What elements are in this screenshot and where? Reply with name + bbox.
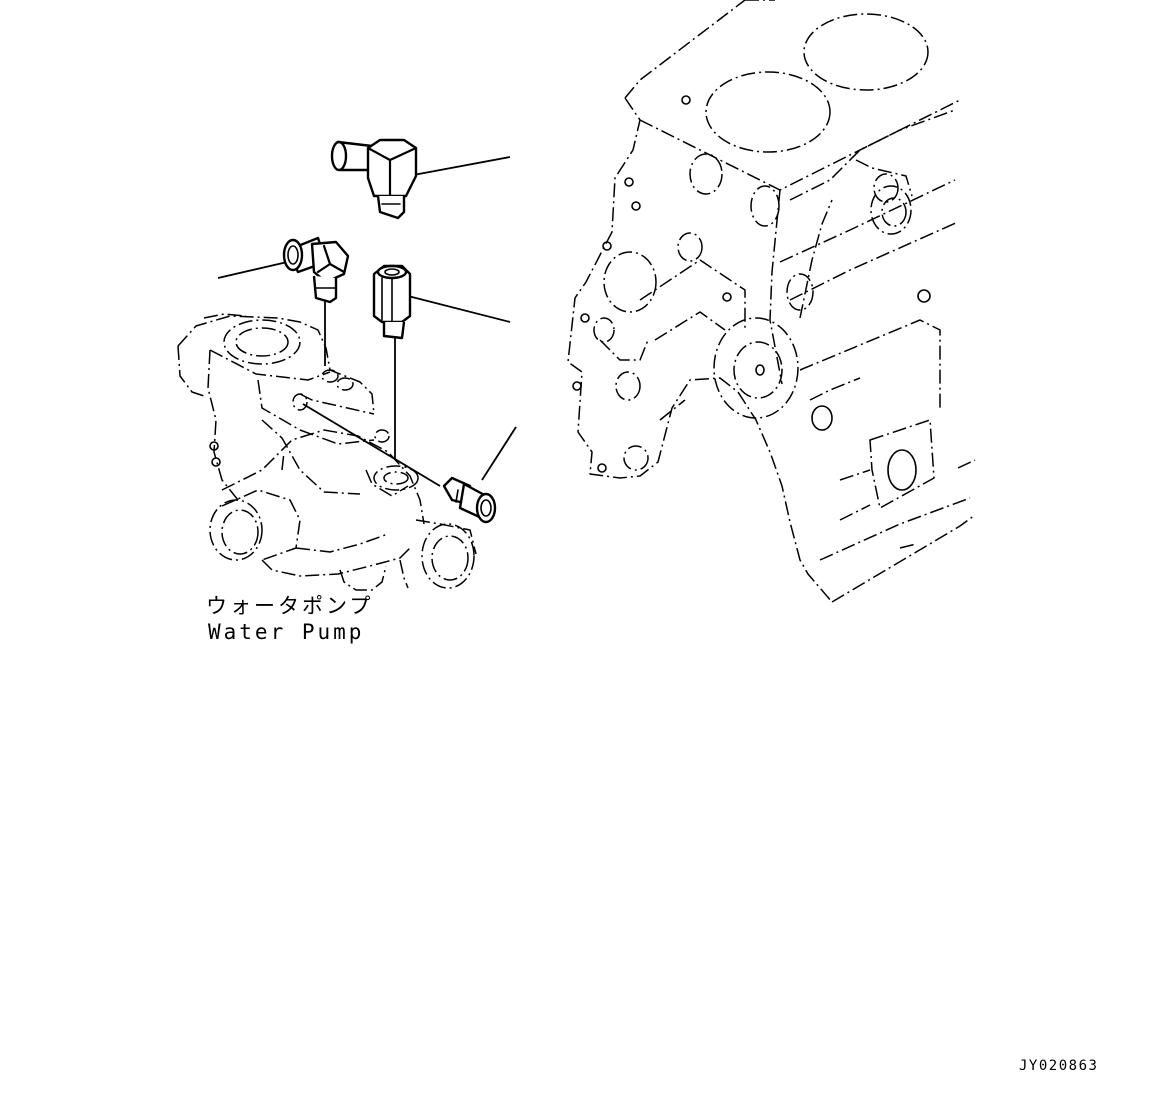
hex-adapter xyxy=(372,264,412,340)
assembly-lines xyxy=(217,156,517,487)
water-pump-label-jp: ウォータポンプ xyxy=(206,594,374,618)
plug-fitting xyxy=(442,476,497,524)
elbow-hose-fitting xyxy=(330,138,418,220)
elbow-connector xyxy=(282,236,350,304)
water-pump-illustration xyxy=(177,313,477,591)
water-pump-label-en: Water Pump xyxy=(208,620,365,644)
drawing-code: JY020863 xyxy=(1019,1058,1099,1074)
engine-block-phantom xyxy=(567,0,976,603)
